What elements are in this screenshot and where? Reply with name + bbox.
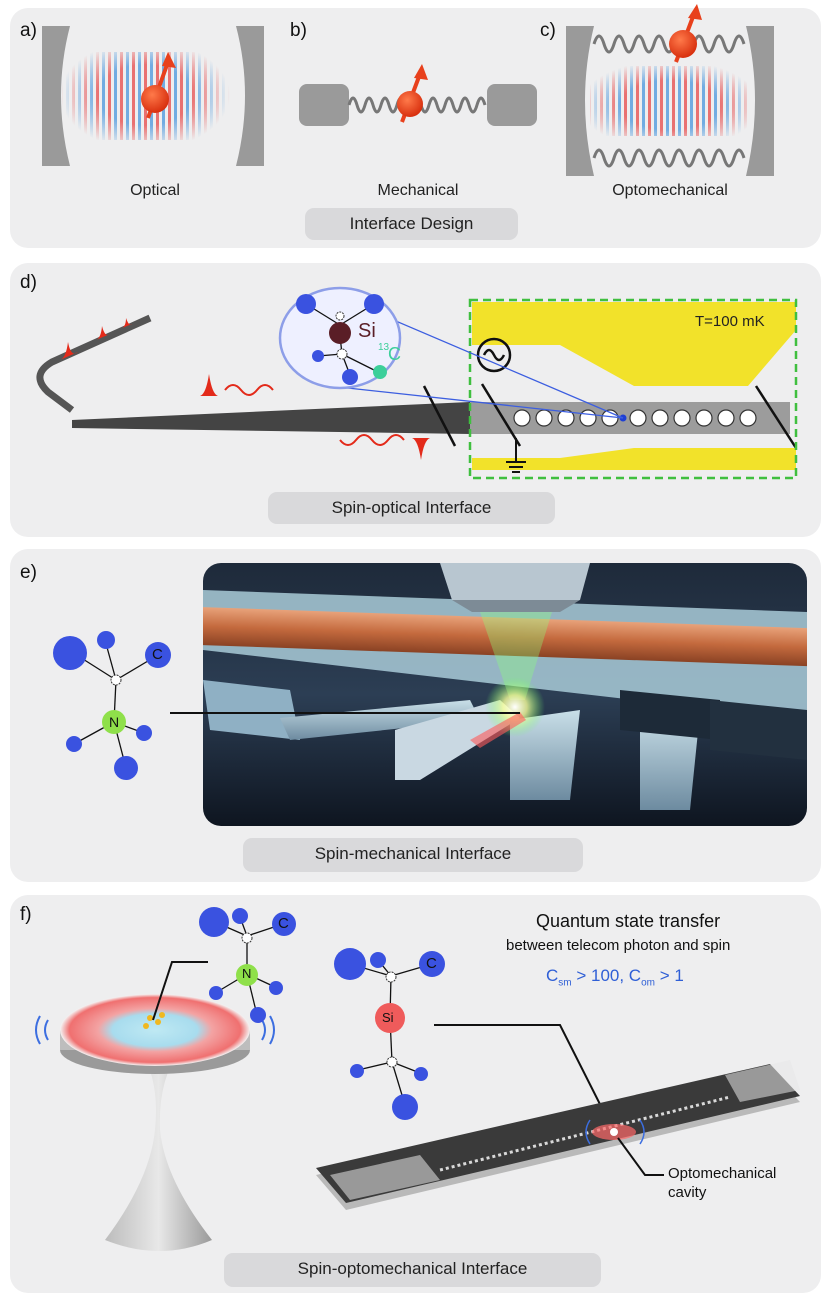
photonic-crystal-holes [513, 409, 757, 427]
formula-sub-sm: sm [558, 977, 572, 989]
c13-superscript: 13 [378, 342, 390, 353]
optomechanical-diagram [566, 4, 774, 176]
caption-mechanical: Mechanical [377, 182, 459, 199]
cavity-label-line2: cavity [668, 1184, 707, 1201]
caption-optical: Optical [130, 182, 180, 199]
mechanical-resonator-diagram [299, 64, 537, 126]
ac-source-icon [476, 337, 512, 373]
n-label-e: N [109, 714, 120, 730]
spin-optical-figure [36, 286, 798, 480]
formula-sub-om: om [641, 977, 655, 989]
optical-cavity-diagram [42, 26, 264, 166]
formula-mid: > 100, C [571, 966, 642, 985]
panel-label-c: c) [540, 20, 556, 41]
interface-design-figure [42, 4, 774, 176]
panel-label-e: e) [20, 562, 37, 583]
spin-mechanical-figure [53, 563, 807, 826]
c13-label: C [388, 344, 401, 364]
spin-mechanical-title: Spin-mechanical Interface [243, 838, 583, 872]
ground-icon [506, 438, 526, 473]
spin-optomechanical-title: Spin-optomechanical Interface [224, 1253, 601, 1287]
cavity-label-line1: Optomechanical [668, 1165, 777, 1182]
panel-label-d: d) [20, 272, 37, 293]
c-label-e: C [152, 646, 163, 663]
temperature-label: T=100 mK [695, 313, 765, 330]
spin-optical-title: Spin-optical Interface [268, 492, 555, 524]
formula-end: > 1 [655, 966, 684, 985]
n-label-f: N [242, 966, 252, 981]
panel-label-f: f) [20, 904, 32, 925]
optomechanical-cavity-chip [316, 1064, 800, 1203]
transfer-heading: Quantum state transfer [536, 911, 721, 931]
transfer-subheading: between telecom photon and spin [506, 937, 731, 954]
device-photo [203, 563, 807, 826]
cooperativity-formula: Csm > 100, Com > 1 [546, 966, 684, 988]
interface-design-title: Interface Design [305, 208, 518, 240]
si-label-d: Si [358, 320, 376, 342]
panel-label-b: b) [290, 20, 307, 41]
caption-optomechanical: Optomechanical [612, 182, 728, 199]
microdisk [60, 994, 250, 1066]
panel-label-a: a) [20, 20, 37, 41]
si-label-f: Si [382, 1010, 394, 1025]
c-label-f-right: C [426, 955, 437, 972]
formula-c1: C [546, 966, 559, 985]
c-label-f-left: C [278, 915, 289, 932]
